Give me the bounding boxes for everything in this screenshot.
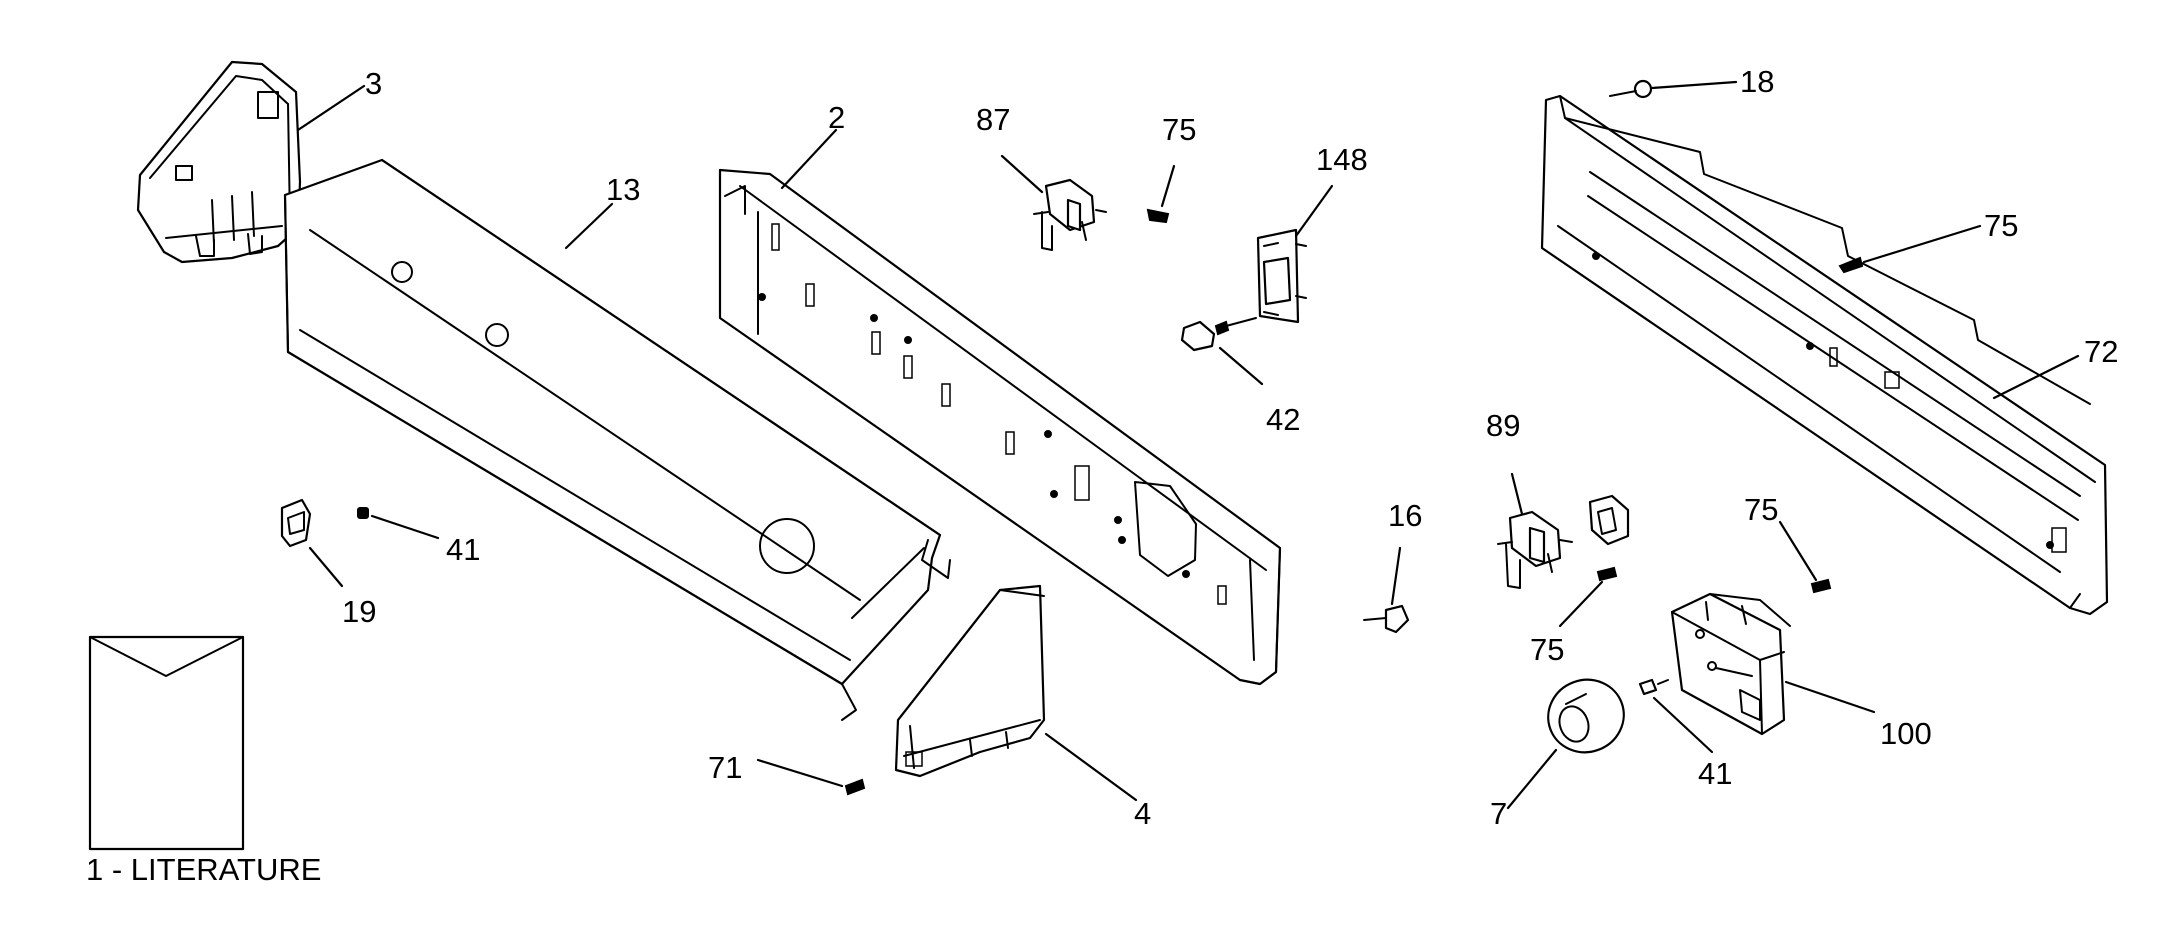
part-screw-75-a [1146,208,1170,224]
part-literature-envelope [88,635,245,851]
callout-71: 71 [708,750,742,785]
leader-7 [1506,748,1558,810]
part-screw-18 [1609,79,1653,99]
callout-13: 13 [606,172,640,207]
part-control-panel [283,158,951,721]
callout-18: 18 [1740,64,1774,99]
callout-75-c: 75 [1530,632,1564,667]
leader-3 [296,84,366,132]
leader-75a [1160,164,1176,208]
part-screw-71 [844,778,866,796]
callout-89: 89 [1486,408,1520,443]
callout-100: 100 [1880,716,1932,751]
leader-41a [370,514,440,540]
callout-3: 3 [365,66,382,101]
leader-87 [1000,154,1044,194]
callout-4: 4 [1134,796,1151,831]
part-end-cap-right [894,584,1046,778]
leader-42 [1218,346,1264,386]
callout-41-b: 41 [1698,756,1732,791]
part-timer-100 [1670,592,1791,736]
part-dial-knob-7 [1547,678,1625,754]
callout-87: 87 [976,102,1010,137]
leader-18 [1650,80,1738,90]
callout-72: 72 [2084,334,2118,369]
callout-75-a: 75 [1162,112,1196,147]
part-switch-89 [1497,494,1630,589]
leader-lines [296,80,2080,810]
part-screw-75-c [1596,566,1618,582]
leader-100 [1784,680,1876,714]
literature-caption: 1 - LITERATURE [86,852,321,887]
part-screw-75-d [1810,578,1832,594]
leader-2 [780,128,838,190]
part-knob-19 [280,498,312,548]
leader-75c [1558,580,1604,628]
leader-72 [1992,354,2080,400]
part-clip-41-b [1638,678,1669,696]
callout-19: 19 [342,594,376,629]
leader-19 [308,546,344,588]
callout-75-b: 75 [1984,208,2018,243]
callout-7: 7 [1490,796,1507,831]
leader-16 [1390,546,1402,606]
leader-148 [1294,184,1334,238]
part-switch-87 [1033,178,1107,251]
callout-148: 148 [1316,142,1368,177]
part-screw-75-b [1838,256,1864,274]
callout-2: 2 [828,100,845,135]
leader-41b [1652,696,1714,754]
part-clip-41-a [357,507,369,519]
part-bracket-148 [1256,228,1307,324]
callout-75-d: 75 [1744,492,1778,527]
callout-16: 16 [1388,498,1422,533]
leader-4 [1044,732,1138,802]
callout-labels: 3 13 2 87 75 148 42 18 75 72 41 19 71 4 … [342,64,2118,831]
part-end-cap-left [136,60,302,264]
callout-41-a: 41 [446,532,480,567]
part-key-16 [1363,604,1410,634]
part-backsplash-frame [718,168,1282,686]
leader-71 [756,758,844,788]
callout-42: 42 [1266,402,1300,437]
part-rear-panel [1540,94,2109,616]
leader-13 [564,202,614,250]
leader-75b [1862,224,1982,264]
leader-89 [1510,472,1524,516]
part-clip-42 [1180,317,1257,352]
leader-75d [1778,520,1818,582]
